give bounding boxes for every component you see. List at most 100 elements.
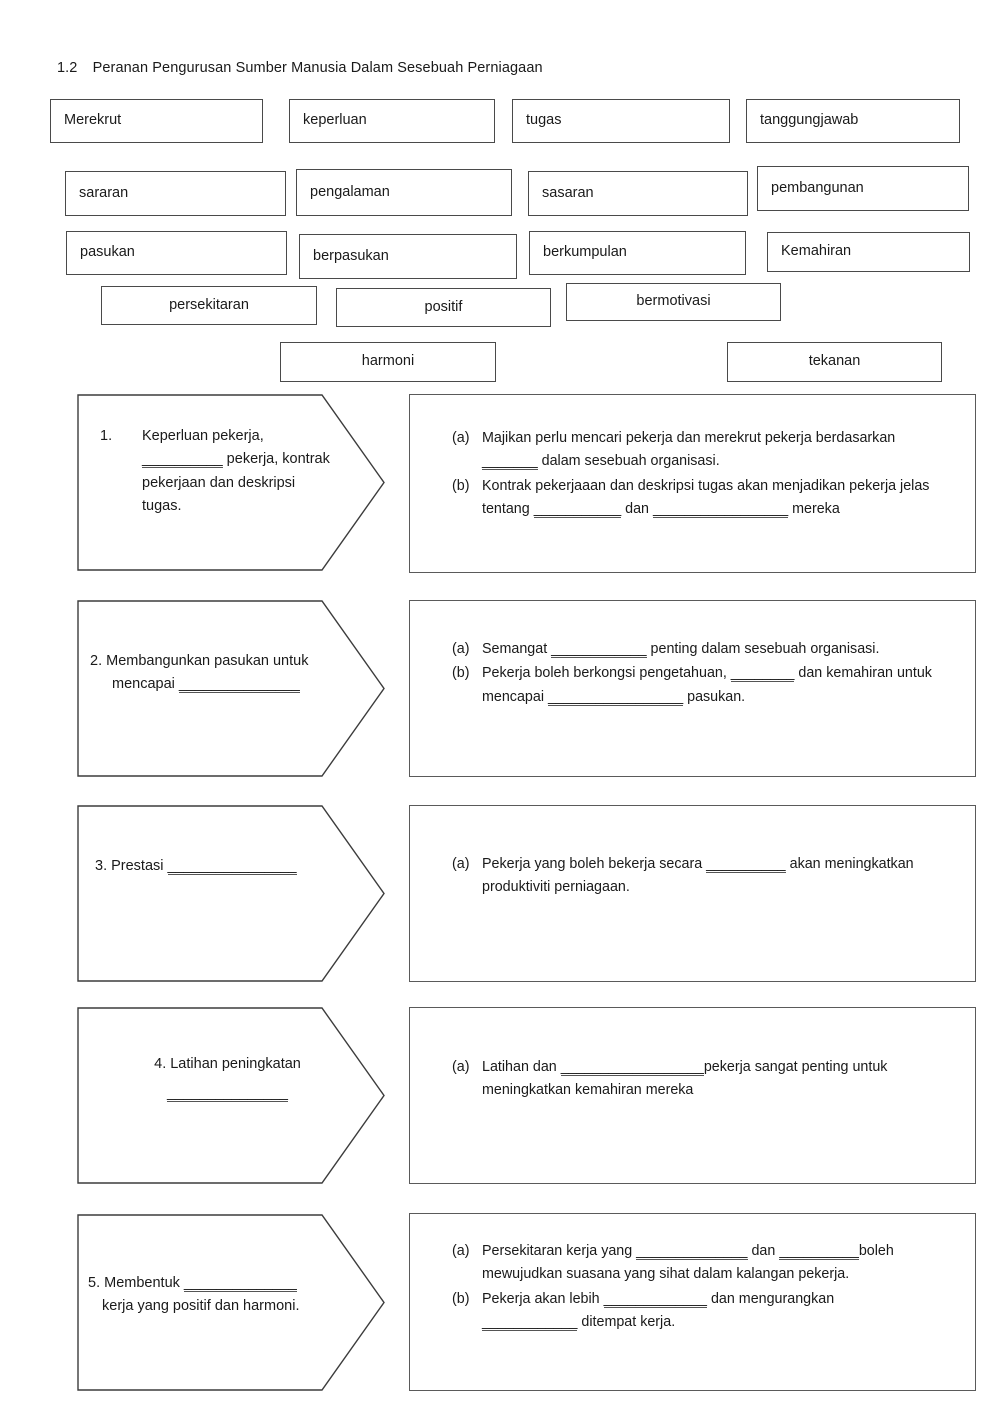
answer-blank: ____________ (551, 641, 647, 658)
prompt-text: 5. Membentuk ______________kerja yang po… (88, 1275, 300, 1315)
word-bank-label: berpasukan (313, 247, 389, 264)
answer-box[interactable] (409, 1213, 976, 1391)
word-bank-box-tugas[interactable]: tugas (512, 99, 730, 143)
word-bank-label: keperluan (303, 112, 367, 129)
answer-item: (a) Latihan dan __________________pekerja… (452, 1056, 964, 1103)
answer-list: (a) Persekitaran kerja yang _____________… (452, 1240, 964, 1336)
answer-box[interactable] (409, 1007, 976, 1184)
answer-blank: ________ (730, 665, 795, 683)
prompt-blank: _______________ (167, 1085, 288, 1103)
question-prompt: 1. Keperluan pekerja,__________ pekerja, … (100, 425, 330, 519)
answer-text: Pekerja yang boleh bekerja secara ______… (482, 856, 914, 896)
answer-item: (a) Persekitaran kerja yang _____________… (452, 1240, 964, 1287)
word-bank-box-tekanan[interactable]: tekanan (727, 342, 942, 382)
answer-item: (a) Majikan perlu mencari pekerja dan mer… (452, 427, 962, 474)
answer-text: Semangat ____________ penting dalam sese… (482, 641, 880, 658)
answer-marker: (a) (452, 1243, 470, 1259)
word-bank-label: bermotivasi (636, 293, 711, 310)
word-bank-box-harmoni[interactable]: harmoni (280, 342, 496, 382)
answer-blank: _____________ (603, 1290, 707, 1308)
answer-item: (a) Semangat ____________ penting dalam s… (452, 638, 964, 661)
word-bank-label: Merekrut (64, 112, 122, 129)
word-bank-box-pasukan[interactable]: pasukan (66, 231, 287, 275)
question-prompt: 4. Latihan peningkatan_______________ (110, 1053, 345, 1106)
word-bank-label: pembangunan (771, 179, 864, 196)
prompt-blank: _______________ (178, 676, 300, 694)
question-prompt: 5. Membentuk ______________kerja yang po… (88, 1272, 348, 1319)
prompt-text: 3. Prestasi ________________ (95, 858, 297, 875)
word-bank-box-pengalaman[interactable]: pengalaman (296, 169, 512, 216)
answer-blank: ___________ (533, 501, 622, 519)
answer-text: Pekerja boleh berkongsi pengetahuan, ___… (482, 665, 932, 706)
arrow-callout-shape (77, 805, 385, 982)
word-bank-label: harmoni (361, 353, 415, 370)
page-title: 1.2 Peranan Pengurusan Sumber Manusia Da… (57, 60, 543, 76)
answer-blank: _________________ (652, 501, 789, 519)
answer-text: Latihan dan __________________pekerja sa… (482, 1059, 888, 1099)
prompt-number: 1. (100, 428, 113, 444)
answer-box[interactable] (409, 394, 976, 573)
word-bank-box-tanggungjawab[interactable]: tanggungjawab (746, 99, 960, 143)
answer-item: (a) Pekerja yang boleh bekerja secara __… (452, 853, 964, 900)
prompt-blank: __________ (142, 451, 223, 469)
word-bank-box-sararan[interactable]: sararan (65, 171, 286, 216)
answer-marker: (b) (452, 1290, 470, 1307)
answer-marker: (a) (452, 856, 470, 872)
answer-box[interactable] (409, 805, 976, 982)
word-bank-box-pembangunan[interactable]: pembangunan (757, 166, 969, 211)
prompt-body: 1. Keperluan pekerja,__________ pekerja, … (100, 425, 330, 519)
word-bank-label: persekitaran (169, 296, 249, 313)
prompt-blank: ______________ (183, 1275, 297, 1292)
answer-blank: ____________ (482, 1314, 578, 1332)
word-bank-label: tanggungjawab (760, 112, 859, 129)
answer-marker: (b) (452, 665, 470, 682)
answer-text: Kontrak pekerjaaan dan deskripsi tugas a… (482, 477, 930, 519)
answer-box[interactable] (409, 600, 976, 777)
page-title-text: Peranan Pengurusan Sumber Manusia Dalam … (92, 60, 543, 76)
answer-blank: __________________ (560, 1059, 704, 1076)
answer-text: Majikan perlu mencari pekerja dan merekr… (482, 430, 896, 471)
answer-marker: (a) (452, 430, 470, 446)
answer-list: (a) Pekerja yang boleh bekerja secara __… (452, 853, 964, 901)
word-bank-label: sararan (79, 184, 129, 201)
word-bank-label: tugas (526, 112, 562, 129)
word-bank-label: berkumpulan (543, 244, 627, 261)
answer-marker: (a) (452, 1059, 470, 1075)
answer-text: Pekerja akan lebih _____________ dan men… (482, 1290, 835, 1332)
word-bank-label: positif (424, 298, 463, 315)
answer-blank: _________________ (547, 688, 684, 706)
prompt-text: Keperluan pekerja,__________ pekerja, ko… (142, 428, 330, 515)
answer-text: Persekitaran kerja yang ______________ d… (482, 1243, 894, 1283)
word-bank-label: pasukan (80, 244, 135, 261)
answer-blank: ______________ (636, 1243, 748, 1260)
answer-item: (b) Kontrak pekerjaaan dan deskripsi tuga… (452, 475, 962, 522)
word-bank-box-positif[interactable]: positif (336, 288, 551, 327)
word-bank-box-merekrut[interactable]: Merekrut (50, 99, 263, 143)
answer-item: (b) Pekerja akan lebih _____________ dan … (452, 1288, 964, 1335)
answer-list: (a) Majikan perlu mencari pekerja dan mer… (452, 427, 962, 523)
word-bank-box-berkumpulan[interactable]: berkumpulan (529, 231, 746, 275)
answer-marker: (b) (452, 477, 470, 494)
word-bank-label: tekanan (808, 353, 861, 370)
prompt-text: 4. Latihan peningkatan_______________ (154, 1056, 301, 1103)
answer-list: (a) Semangat ____________ penting dalam s… (452, 638, 964, 710)
answer-blank: __________ (706, 856, 786, 873)
page-title-number: 1.2 (57, 60, 78, 76)
word-bank-box-sasaran[interactable]: sasaran (528, 171, 748, 216)
answer-blank: __________ (779, 1243, 859, 1260)
question-prompt: 3. Prestasi ________________ (95, 855, 345, 878)
word-bank-box-persekitaran[interactable]: persekitaran (101, 286, 317, 325)
word-bank-box-keperluan[interactable]: keperluan (289, 99, 495, 143)
answer-item: (b) Pekerja boleh berkongsi pengetahuan, … (452, 662, 964, 709)
word-bank-label: pengalaman (310, 183, 390, 200)
word-bank-box-bermotivasi[interactable]: bermotivasi (566, 283, 781, 321)
word-bank-box-berpasukan[interactable]: berpasukan (299, 234, 517, 279)
answer-marker: (a) (452, 641, 470, 657)
word-bank-box-kemahiran[interactable]: Kemahiran (767, 232, 970, 272)
word-bank-label: Kemahiran (781, 243, 852, 260)
answer-list: (a) Latihan dan __________________pekerja… (452, 1056, 964, 1104)
answer-blank: _______ (482, 453, 538, 471)
prompt-blank: ________________ (167, 858, 297, 875)
